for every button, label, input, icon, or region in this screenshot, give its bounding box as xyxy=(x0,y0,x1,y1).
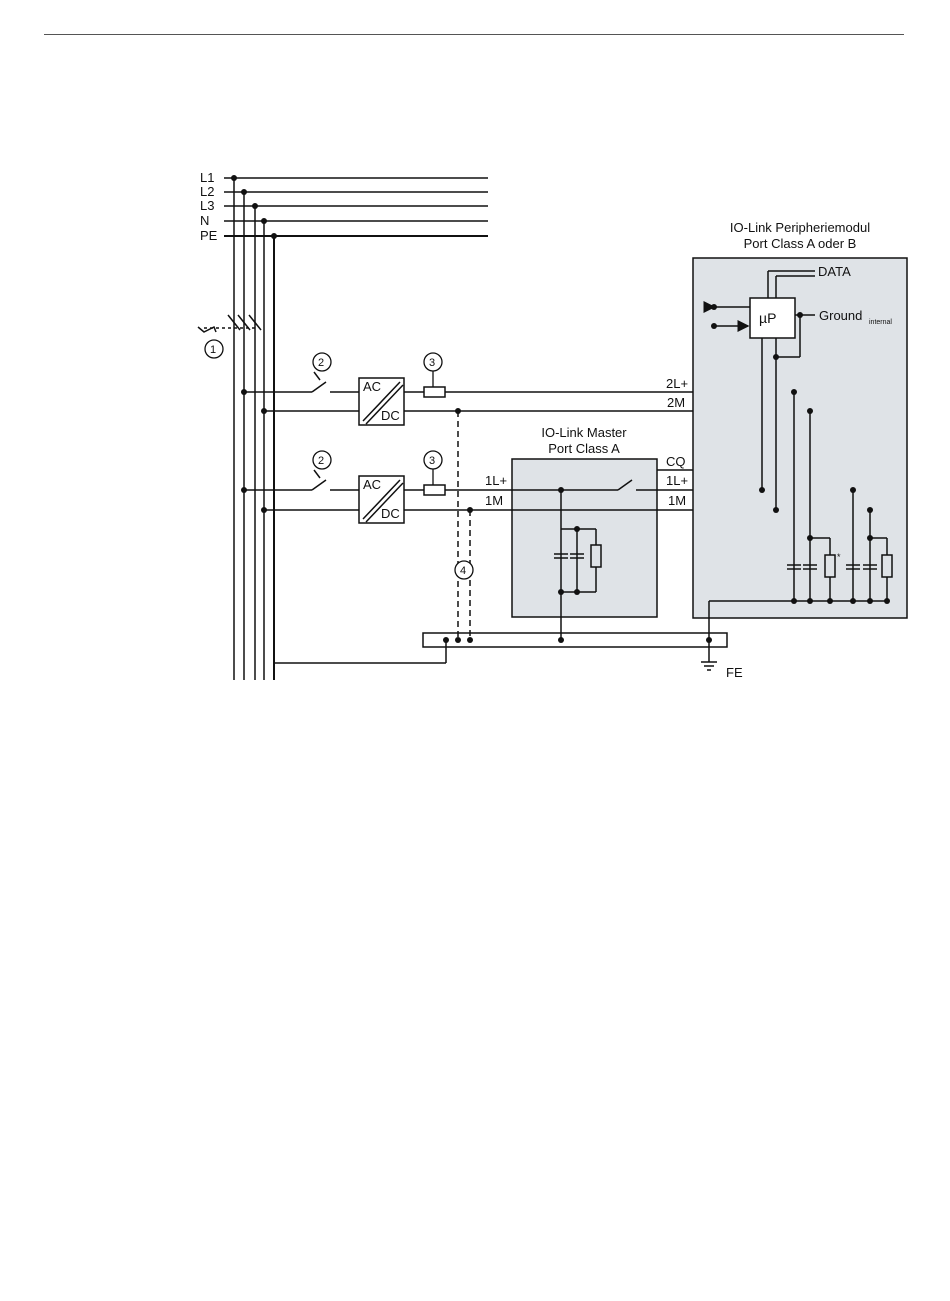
callout-4-text: 4 xyxy=(460,565,466,577)
fuse-upper xyxy=(424,387,445,397)
label-pe: PE xyxy=(200,228,218,243)
callout-3-upper-text: 3 xyxy=(429,357,435,369)
fuse-lower xyxy=(424,485,445,495)
label-l3: L3 xyxy=(200,198,214,213)
io-link-master-box xyxy=(512,459,657,617)
ac-lower-label: AC xyxy=(363,477,381,492)
label-n: N xyxy=(200,213,209,228)
peripheral-title-line1: IO-Link Peripheriemodul xyxy=(730,220,870,235)
label-2l-plus: 2L+ xyxy=(666,376,688,391)
label-1m-out: 1M xyxy=(668,493,686,508)
label-fe: FE xyxy=(726,665,743,680)
label-ground: Ground xyxy=(819,308,862,323)
label-l1: L1 xyxy=(200,170,214,185)
label-1l-plus-in: 1L+ xyxy=(485,473,507,488)
callout-2-upper-text: 2 xyxy=(318,357,324,369)
dc-lower-label: DC xyxy=(381,506,400,521)
label-cq: CQ xyxy=(666,454,686,469)
label-2m: 2M xyxy=(667,395,685,410)
master-title-line1: IO-Link Master xyxy=(541,425,627,440)
master-title-line2: Port Class A xyxy=(548,441,620,456)
label-data: DATA xyxy=(818,264,851,279)
label-l2: L2 xyxy=(200,184,214,199)
peripheral-title-line2: Port Class A oder B xyxy=(744,236,857,251)
label-asterisk: * xyxy=(837,552,841,562)
dc-upper-label: DC xyxy=(381,408,400,423)
callout-1-text: 1 xyxy=(210,344,216,356)
ac-upper-label: AC xyxy=(363,379,381,394)
label-microprocessor: µP xyxy=(759,310,776,326)
callout-3-lower-text: 3 xyxy=(429,455,435,467)
callout-2-lower-text: 2 xyxy=(318,455,324,467)
label-1l-plus-out: 1L+ xyxy=(666,473,688,488)
label-1m-in: 1M xyxy=(485,493,503,508)
label-ground-subscript: internal xyxy=(869,319,892,326)
